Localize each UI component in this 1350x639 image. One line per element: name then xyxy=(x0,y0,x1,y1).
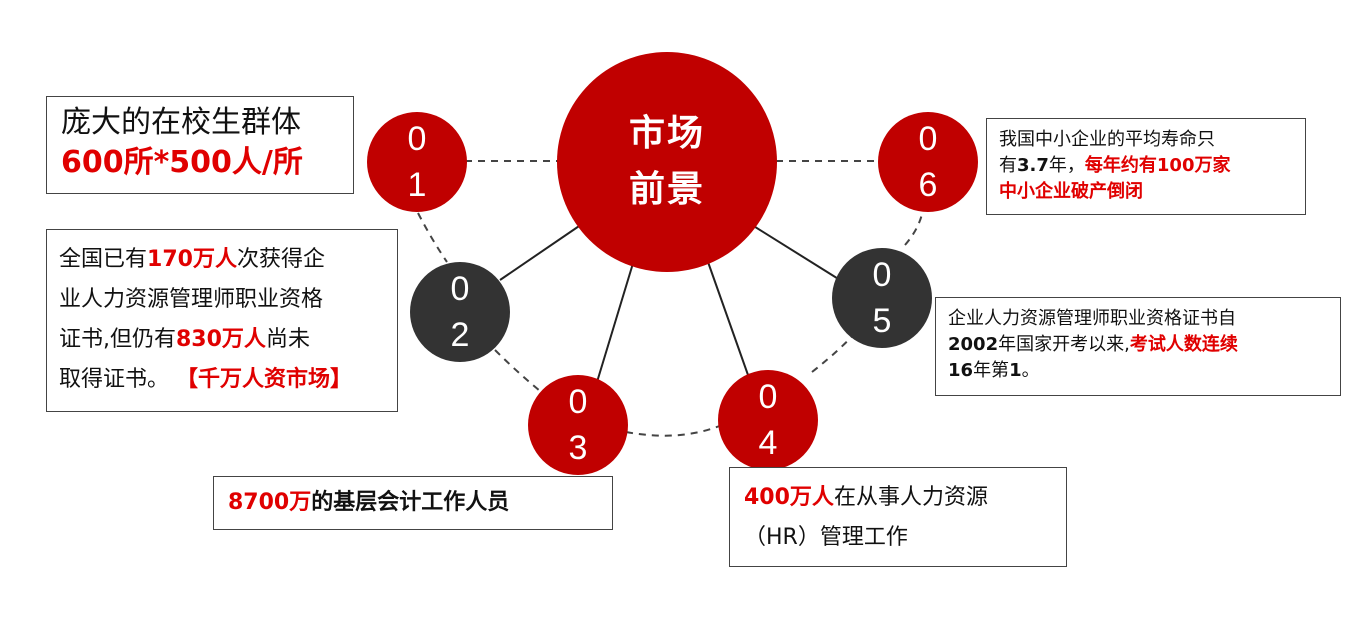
box-02-p1: 全国已有 xyxy=(59,247,148,272)
box-03-h1: 8700万 xyxy=(228,490,312,515)
node-02-digit2: 2 xyxy=(450,316,470,354)
spoke-05 xyxy=(751,224,841,281)
box-05-h1: 考试人数连续 xyxy=(1129,334,1238,355)
box-06-b1: 3.7 xyxy=(1017,155,1049,176)
box-02-row3: 证书,但仍有830万人尚未 xyxy=(59,320,385,360)
box-02-h2: 830万人 xyxy=(176,327,266,352)
center-title-line1: 市场 xyxy=(628,113,705,154)
spoke-02 xyxy=(499,221,586,281)
node-01: 0 1 xyxy=(367,112,467,212)
node-04-digit1: 0 xyxy=(758,378,778,416)
node-03: 0 3 xyxy=(528,375,628,475)
node-01-digit2: 1 xyxy=(407,166,427,204)
box-02-row2: 业人力资源管理师职业资格 xyxy=(59,287,324,312)
spoke-04 xyxy=(707,261,749,376)
info-box-06: 我国中小企业的平均寿命只 有3.7年，每年约有100万家 中小企业破产倒闭 xyxy=(986,118,1306,215)
box-05-row2: 2002年国家开考以来,考试人数连续 xyxy=(948,332,1328,358)
box-05-p2: 年国家开考以来, xyxy=(998,334,1130,355)
center-circle: 市场 前景 xyxy=(557,52,777,272)
node-01-digit1: 0 xyxy=(407,120,427,158)
box-02-p5: 尚未 xyxy=(265,327,310,352)
box-05-p4: 。 xyxy=(1021,360,1040,381)
box-04-p1: 在从事人力资源 xyxy=(833,485,988,510)
box-01-line2: 600所*500人/所 xyxy=(61,145,303,180)
node-06-digit2: 6 xyxy=(918,166,938,204)
box-02-row4: 取得证书。 【千万人资市场】 xyxy=(59,360,385,400)
box-02-h1: 170万人 xyxy=(147,247,237,272)
node-03-digit2: 3 xyxy=(568,429,588,467)
box-02-h3: 【千万人资市场】 xyxy=(176,367,353,392)
box-05-b3: 1 xyxy=(1009,360,1022,381)
node-06-digit1: 0 xyxy=(918,120,938,158)
node-04-digit2: 4 xyxy=(758,424,778,462)
box-06-h1: 每年约有100万家 xyxy=(1084,155,1231,176)
box-05-b2: 16 xyxy=(948,360,974,381)
box-06-row3: 中小企业破产倒闭 xyxy=(999,181,1143,202)
info-box-02: 全国已有170万人次获得企 业人力资源管理师职业资格 证书,但仍有830万人尚未… xyxy=(46,229,398,412)
box-06-p2: 有 xyxy=(999,155,1017,176)
info-box-05: 企业人力资源管理师职业资格证书自 2002年国家开考以来,考试人数连续 16年第… xyxy=(935,297,1341,396)
node-05-digit1: 0 xyxy=(872,256,892,294)
info-box-01: 庞大的在校生群体 600所*500人/所 xyxy=(46,96,354,194)
center-title-line2: 前景 xyxy=(628,169,705,210)
node-05-digit2: 5 xyxy=(872,302,892,340)
box-02-p6: 取得证书。 xyxy=(59,367,170,392)
box-02-p4: 证书,但仍有 xyxy=(59,327,176,352)
box-01-line1: 庞大的在校生群体 xyxy=(61,105,301,140)
node-02-digit1: 0 xyxy=(450,270,470,308)
box-05-row1: 企业人力资源管理师职业资格证书自 xyxy=(948,308,1236,329)
node-06: 0 6 xyxy=(878,112,978,212)
dashed-arc xyxy=(417,212,923,437)
node-04: 0 4 xyxy=(718,370,818,470)
node-03-digit1: 0 xyxy=(568,383,588,421)
node-05: 0 5 xyxy=(832,248,932,348)
box-04-row2: （HR）管理工作 xyxy=(744,525,908,550)
info-box-04: 400万人在从事人力资源 （HR）管理工作 xyxy=(729,467,1067,567)
info-box-03: 8700万的基层会计工作人员 xyxy=(213,476,613,530)
box-02-row1: 全国已有170万人次获得企 xyxy=(59,240,385,280)
spoke-03 xyxy=(596,259,635,383)
box-05-p3: 年第 xyxy=(973,360,1010,381)
box-02-p2: 次获得企 xyxy=(236,247,325,272)
box-04-h1: 400万人 xyxy=(744,485,834,510)
box-06-p3: 年， xyxy=(1048,155,1085,176)
box-06-row2: 有3.7年，每年约有100万家 xyxy=(999,153,1293,179)
box-06-row1: 我国中小企业的平均寿命只 xyxy=(999,129,1215,150)
node-02: 0 2 xyxy=(410,262,510,362)
box-03-p1: 的基层会计工作人员 xyxy=(311,490,510,515)
box-05-row3: 16年第1。 xyxy=(948,358,1328,384)
box-04-row1: 400万人在从事人力资源 xyxy=(744,478,1052,518)
box-05-b1: 2002 xyxy=(948,334,999,355)
